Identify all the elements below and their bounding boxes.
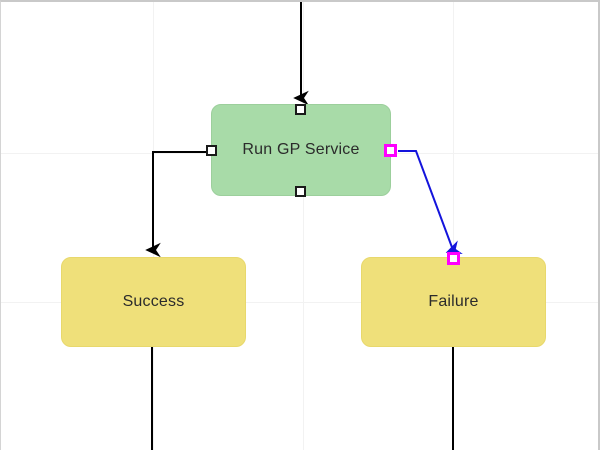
port-run-gp-service-left[interactable]: [206, 145, 217, 156]
gridline-horizontal: [1, 302, 598, 303]
gridline-vertical: [453, 2, 454, 450]
node-run-gp-service[interactable]: Run GP Service: [211, 104, 391, 196]
node-failure[interactable]: Failure: [361, 257, 546, 347]
edge-run-right-to-failure[interactable]: [398, 150, 463, 255]
port-run-gp-service-top[interactable]: [295, 104, 306, 115]
node-label: Success: [122, 293, 185, 310]
node-label: Failure: [428, 293, 479, 310]
gridline-vertical: [303, 2, 304, 450]
node-success[interactable]: Success: [61, 257, 246, 347]
port-run-gp-service-right[interactable]: [384, 144, 397, 157]
port-run-gp-service-bottom[interactable]: [295, 186, 306, 197]
port-failure-top[interactable]: [447, 252, 460, 265]
edge-run-left-to-success[interactable]: [145, 151, 207, 258]
node-label: Run GP Service: [242, 141, 360, 158]
